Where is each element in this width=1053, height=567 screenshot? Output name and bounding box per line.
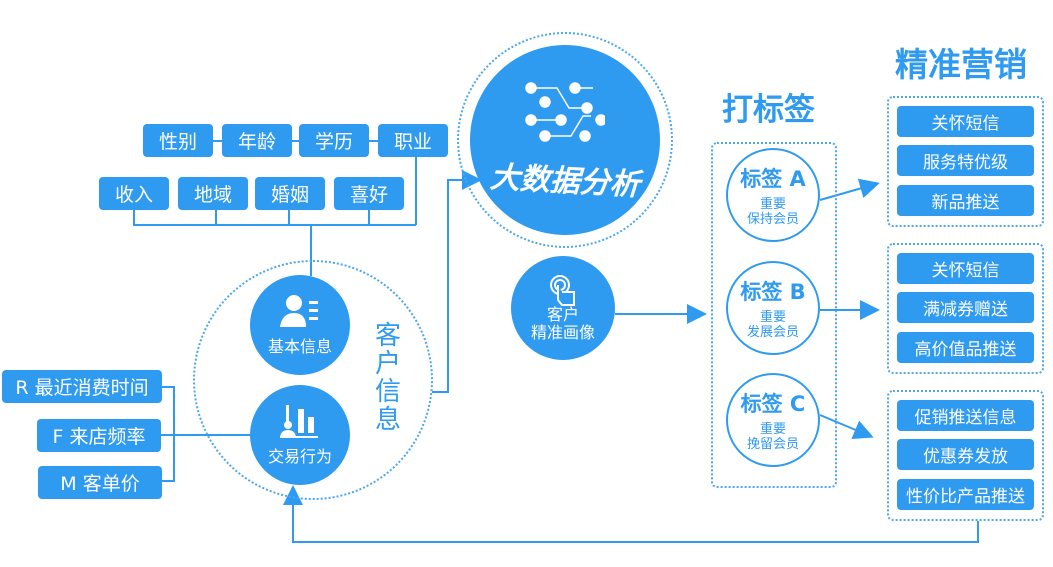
tag-name: 标签 B: [740, 280, 806, 304]
portrait-line2: 精准画像: [530, 323, 595, 342]
attr-tag[interactable]: 地域: [178, 177, 248, 210]
tag-name: 标签 A: [740, 167, 806, 191]
tag-desc-1: 重要: [759, 310, 786, 325]
marketing-group: [887, 243, 1044, 374]
tag-a-arrow: [819, 178, 880, 201]
big-data-label: 大数据分析: [489, 160, 641, 203]
attr-tag[interactable]: 年龄: [222, 124, 292, 157]
tag-desc-2: 保持会员: [746, 212, 799, 227]
rfm-item[interactable]: M 客单价: [38, 466, 162, 499]
marketing-title: 精准营销: [895, 45, 1027, 84]
attr-tag[interactable]: 学历: [299, 124, 369, 157]
marketing-action[interactable]: 促销推送信息: [897, 400, 1034, 431]
attr-tag[interactable]: 性别: [143, 124, 213, 157]
tag-desc-1: 重要: [759, 422, 786, 437]
tags-container: [711, 142, 837, 488]
transaction-node[interactable]: 交易行为: [250, 385, 350, 485]
tag-node-c[interactable]: 标签 C 重要挽留会员: [726, 373, 820, 467]
bar-chart-user-icon: [280, 405, 318, 438]
tag-desc-1: 重要: [759, 197, 786, 212]
tag-desc-2: 挽留会员: [746, 437, 799, 452]
touch-hand-icon: [550, 275, 575, 306]
attr-tag[interactable]: 婚姻: [255, 177, 325, 210]
tag-desc-2: 发展会员: [746, 325, 799, 340]
rfm-item[interactable]: F 来店频率: [37, 419, 161, 452]
transaction-label: 交易行为: [267, 447, 332, 466]
tag-node-a[interactable]: 标签 A 重要保持会员: [726, 148, 820, 242]
basic-info-label: 基本信息: [267, 337, 332, 356]
customer-info-label: 客户信息: [375, 321, 402, 435]
marketing-action[interactable]: 满减券赠送: [897, 292, 1034, 323]
tag-name: 标签 C: [740, 392, 806, 416]
marketing-action[interactable]: 优惠券发放: [897, 439, 1034, 470]
customer-info-ring: [193, 260, 433, 500]
marketing-action[interactable]: 关怀短信: [897, 253, 1034, 284]
tag-node-b[interactable]: 标签 B 重要发展会员: [726, 261, 820, 355]
marketing-group: [887, 96, 1044, 227]
portrait-line1: 客户: [546, 305, 579, 324]
marketing-action[interactable]: 性价比产品推送: [897, 479, 1034, 510]
tag-c-arrow: [819, 414, 874, 440]
attr-tag[interactable]: 职业: [378, 124, 448, 157]
marketing-action[interactable]: 关怀短信: [897, 106, 1034, 137]
big-data-node[interactable]: 大数据分析: [470, 45, 660, 235]
marketing-group: [887, 390, 1044, 521]
basic-info-node[interactable]: 基本信息: [250, 275, 350, 375]
attr-connector: [133, 157, 417, 276]
attr-tag[interactable]: 喜好: [334, 177, 404, 210]
info-to-bigdata-arrow: [432, 170, 482, 393]
network-nodes-icon: [525, 82, 605, 142]
user-list-icon: [280, 295, 318, 327]
big-data-ring: [457, 32, 673, 248]
tagging-title: 打标签: [722, 92, 815, 128]
attr-tag[interactable]: 收入: [99, 177, 169, 210]
feedback-arrow: [283, 485, 979, 543]
marketing-action[interactable]: 服务特优级: [897, 145, 1034, 176]
marketing-action[interactable]: 高价值品推送: [897, 332, 1034, 363]
marketing-action[interactable]: 新品推送: [897, 185, 1034, 216]
rfm-item[interactable]: R 最近消费时间: [2, 370, 162, 403]
portrait-node[interactable]: 客户 精准画像: [511, 256, 615, 360]
